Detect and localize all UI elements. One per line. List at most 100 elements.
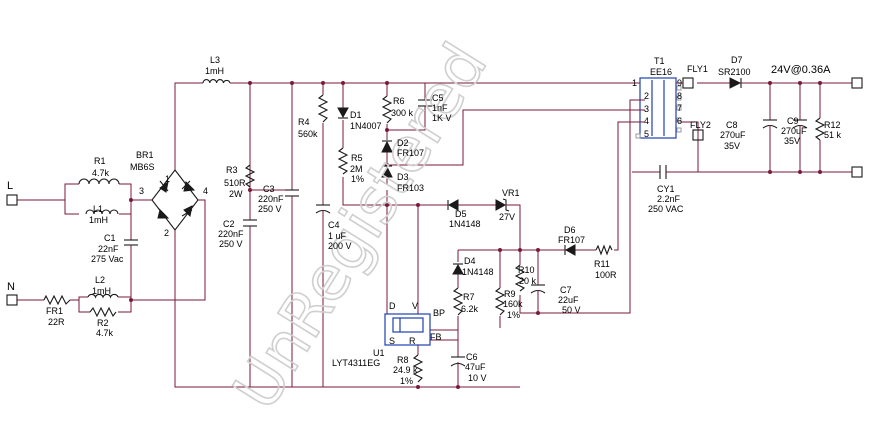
ref-r2: R2	[97, 318, 109, 328]
value-vr1: 27V	[499, 212, 515, 222]
diodes	[337, 77, 746, 275]
value-c5: 1nF	[432, 103, 448, 113]
resistor-r7	[452, 287, 464, 316]
ref-l2: L2	[95, 275, 105, 285]
value2-r5: 1%	[351, 174, 364, 184]
ref-fly1: FLY1	[687, 64, 708, 74]
pin-br1-1: 1	[165, 174, 170, 184]
ref-r8: R8	[397, 355, 409, 365]
value-r3: 510R	[224, 178, 246, 188]
diode-d5	[440, 199, 459, 211]
value-d7: SR2100	[718, 67, 751, 77]
terminal-n	[6, 294, 18, 306]
value-c1: 22nF	[98, 244, 119, 254]
value2-c3: 250 V	[258, 204, 282, 214]
value-l2: 1mH	[92, 286, 111, 296]
pin-t1-1: 1	[632, 78, 637, 88]
value-l1: 1mH	[89, 215, 108, 225]
pin-u1-bp: BP	[433, 308, 445, 318]
diode-d1	[337, 107, 349, 119]
pin-u1-d: D	[389, 301, 396, 311]
terminal-out-negative	[851, 166, 863, 178]
capacitor-c7	[530, 265, 546, 295]
ref-d1: D1	[350, 110, 362, 120]
inductor-l1	[85, 209, 119, 215]
resistor-r4	[317, 94, 329, 123]
pin-br1-2: 2	[164, 228, 169, 238]
pin-u1-fb: FB	[430, 332, 442, 342]
value-c9: 270uF	[781, 126, 807, 136]
resistor-r12	[814, 117, 826, 141]
value-r4: 560k	[298, 129, 318, 139]
inductor-l2	[87, 293, 119, 299]
value-c4: 1 uF	[328, 231, 347, 241]
value-c8: 270uF	[720, 130, 746, 140]
value-r8: 24.9 k	[393, 365, 418, 375]
ref-r4: R4	[298, 117, 310, 127]
diode-d2	[381, 140, 393, 153]
value-d2: FR107	[397, 148, 424, 158]
resistors	[43, 94, 826, 383]
pin-u1-s: S	[389, 336, 395, 346]
value-r2: 4.7k	[96, 328, 114, 338]
value-u1: LYT4311EG	[332, 358, 380, 368]
value-r9: 160k	[503, 299, 523, 309]
ref-u1: U1	[373, 348, 385, 358]
ref-r7: R7	[463, 292, 475, 302]
label-output-rating: 24V@0.36A	[771, 64, 831, 76]
ref-d2: D2	[397, 138, 409, 148]
value2-c1: 275 Vac	[91, 254, 124, 264]
value-br1: MB6S	[130, 162, 155, 172]
zener-vr1	[495, 198, 514, 212]
ref-fly2: FLY2	[690, 120, 711, 130]
inductor-r1-shunt	[78, 178, 120, 185]
ref-c7: C7	[560, 285, 572, 295]
transformer-t1	[635, 77, 683, 139]
pin-t1-2: 2	[644, 91, 649, 101]
value2-c6: 10 V	[468, 373, 487, 383]
ref-c2: C2	[223, 219, 235, 229]
pin-t1-8: 8	[677, 91, 682, 101]
resistor-r11	[595, 244, 613, 256]
value-c3: 220nF	[258, 194, 284, 204]
value-r5: 2M	[350, 164, 363, 174]
terminal-fly1	[682, 77, 694, 89]
value-cy1: 2.2nF	[657, 194, 681, 204]
value2-r9: 1%	[507, 310, 520, 320]
terminal-fly2	[692, 129, 704, 141]
value2-c4: 200 V	[328, 241, 352, 251]
capacitors	[124, 96, 808, 375]
value2-c5: 1K V	[432, 113, 452, 123]
ref-t1: T1	[654, 56, 665, 66]
value-r12: 51 k	[824, 130, 842, 140]
resistor-r10	[514, 264, 526, 292]
resistor-r3	[244, 164, 256, 188]
resistor-r2	[89, 306, 117, 318]
diode-d7	[729, 77, 746, 89]
value-d1: 1N4007	[350, 121, 382, 131]
value-r7: 6.2k	[461, 304, 479, 314]
value-l3: 1mH	[205, 66, 224, 76]
capacitor-c5	[418, 96, 432, 124]
capacitor-cy1	[659, 165, 670, 179]
ref-r10: R10	[518, 265, 535, 275]
value-r6: 300 k	[391, 108, 414, 118]
ref-r5: R5	[351, 153, 363, 163]
ref-d6: D6	[564, 225, 576, 235]
pin-u1-v: V	[412, 301, 418, 311]
ref-r9: R9	[504, 289, 516, 299]
resistor-r6	[381, 95, 393, 124]
value-r10: 20 k	[519, 276, 537, 286]
pin-t1-7: 7	[677, 103, 682, 113]
ref-c6: C6	[466, 352, 478, 362]
value2-c7: 50 V	[562, 305, 581, 315]
value-d4: 1N4148	[462, 267, 494, 277]
resistor-r8	[412, 354, 424, 383]
capacitor-c3	[285, 189, 299, 200]
ref-cy1: CY1	[657, 184, 675, 194]
ref-l3: L3	[210, 55, 220, 65]
ref-c3: C3	[263, 184, 275, 194]
bridge-rectifier-br1	[151, 169, 199, 231]
pin-br1-3: 3	[139, 186, 144, 196]
ref-l1: L1	[93, 204, 103, 214]
